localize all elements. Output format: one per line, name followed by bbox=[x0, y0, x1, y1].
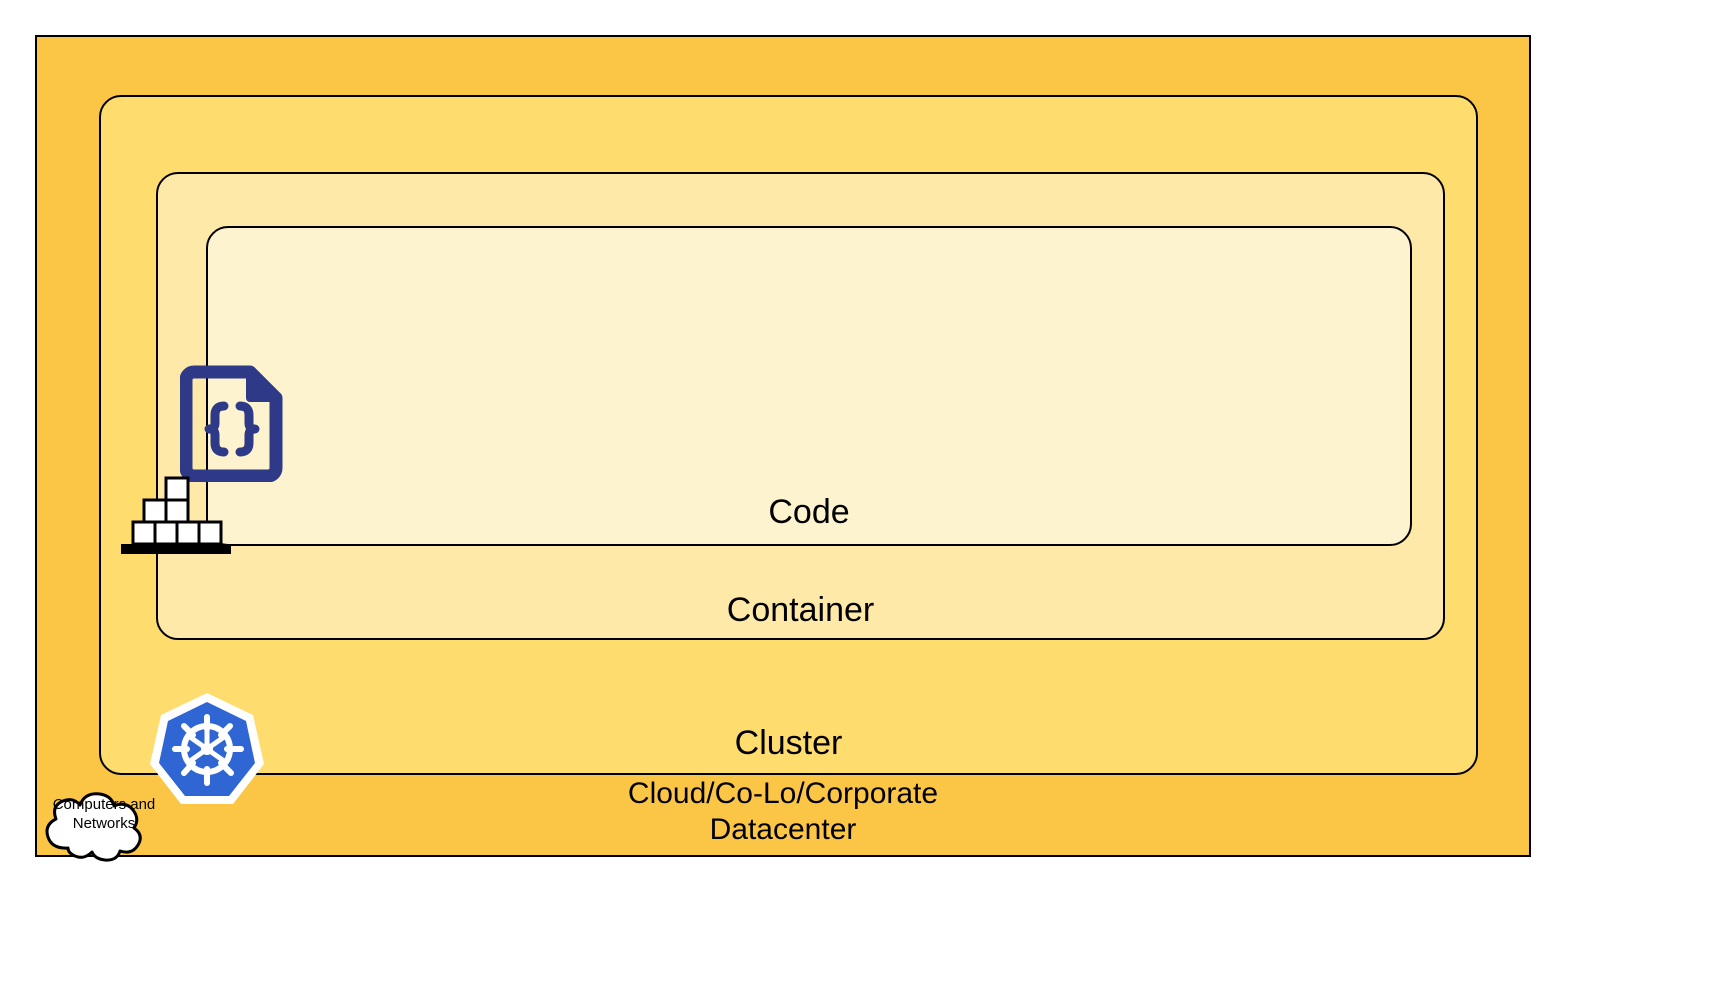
layer-label-code: Code bbox=[768, 492, 850, 531]
kubernetes-icon bbox=[149, 691, 265, 807]
cloud-callout-computers-and-networks[interactable]: Computers and Networks bbox=[36, 776, 172, 862]
layer-container[interactable]: Code Container bbox=[156, 172, 1445, 640]
layer-label-container: Container bbox=[726, 590, 875, 629]
layer-code[interactable]: Code bbox=[206, 226, 1412, 546]
code-document-icon bbox=[179, 364, 284, 483]
container-blocks-icon bbox=[119, 475, 241, 557]
layer-label-cluster: Cluster bbox=[734, 723, 843, 762]
cloud-shape-icon bbox=[45, 792, 142, 862]
layer-datacenter[interactable]: Code Container bbox=[35, 35, 1531, 857]
layer-cluster[interactable]: Code Container bbox=[99, 95, 1478, 804]
